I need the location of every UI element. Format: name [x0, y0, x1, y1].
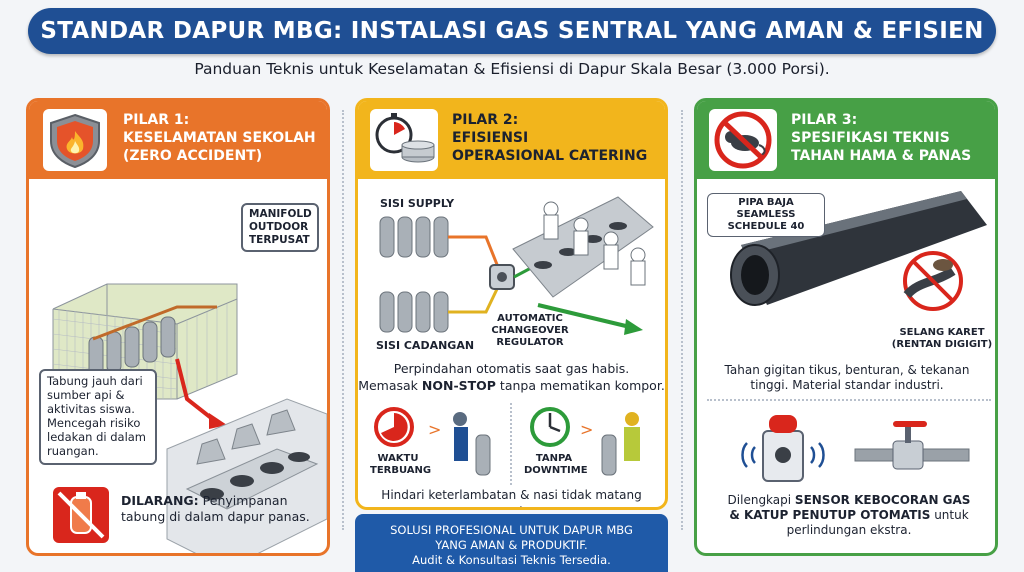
pilar-3-name: SPESIFIKASI TEKNIS [791, 130, 950, 146]
svg-text:>: > [428, 420, 441, 439]
dilengkapi-bold-2: & KATUP PENUTUP OTOMATIS [729, 508, 931, 522]
regulator-label: AUTOMATIC CHANGEOVER REGULATOR [491, 313, 569, 348]
fire-shield-icon [43, 109, 107, 171]
solusi-banner: SOLUSI PROFESIONAL UNTUK DAPUR MBG YANG … [355, 514, 668, 572]
manifold-label: MANIFOLD OUTDOOR TERPUSAT [241, 203, 319, 252]
pilar-3-header: PILAR 3: SPESIFIKASI TEKNIS TAHAN HAMA &… [697, 101, 995, 179]
dilengkapi-pre: Dilengkapi [727, 493, 795, 507]
selang-label: SELANG KARET (RENTAN DIGIGIT) [891, 327, 993, 350]
sisi-supply-label: SISI SUPPLY [380, 197, 455, 210]
tahan-note: Tahan gigitan tikus, benturan, & tekanan… [724, 363, 970, 392]
waktu-label: WAKTU TERBUANG [370, 453, 432, 476]
solusi-line-2: YANG AMAN & PRODUKTIF. [435, 538, 588, 552]
page-subtitle: Panduan Teknis untuk Keselamatan & Efisi… [194, 60, 830, 78]
pilar-1-title: PILAR 1: KESELAMATAN SEKOLAH (ZERO ACCID… [123, 111, 316, 165]
pilar-3-label: PILAR 3: [791, 112, 858, 128]
pilar-1-name: KESELAMATAN SEKOLAH [123, 130, 316, 146]
pilar-2-subname: OPERASIONAL CATERING [452, 148, 648, 164]
manifold-kitchen-illustration [52, 283, 327, 553]
pilar-1-label: PILAR 1: [123, 112, 190, 128]
note2-pre: Memasak [358, 378, 422, 393]
solusi-line-3: Audit & Konsultasi Teknis Tersedia. [412, 553, 611, 567]
solusi-line-1: SOLUSI PROFESIONAL UNTUK DAPUR MBG [390, 523, 633, 537]
divider [342, 110, 344, 530]
no-rat-icon [709, 109, 777, 171]
pilar-2-name: EFISIENSI [452, 130, 529, 146]
dilarang-label: DILARANG: [121, 493, 199, 508]
svg-text:>: > [580, 420, 593, 439]
pilar-2-header: PILAR 2: EFISIENSI OPERASIONAL CATERING [358, 101, 665, 179]
timer-pot-icon [370, 109, 438, 171]
steel-pipe-illustration [730, 191, 987, 311]
changeover-note-2: Memasak NON-STOP tanpa mematikan kompor. [358, 378, 665, 394]
page-title: STANDAR DAPUR MBG: INSTALASI GAS SENTRAL… [28, 8, 996, 54]
pipa-label: PIPA BAJA SEAMLESS SCHEDULE 40 [707, 193, 825, 237]
sisi-cadangan-label: SISI CADANGAN [376, 339, 475, 352]
pilar-3-panel: PILAR 3: SPESIFIKASI TEKNIS TAHAN HAMA &… [694, 98, 998, 556]
section-divider [707, 399, 991, 401]
dilengkapi-bold-1: SENSOR KEBOCORAN GAS [794, 493, 971, 507]
pilar-2-panel: PILAR 2: EFISIENSI OPERASIONAL CATERING … [355, 98, 668, 510]
dilarang-note: DILARANG: Penyimpanan tabung di dalam da… [121, 493, 321, 525]
pilar-1-subname: (ZERO ACCIDENT) [123, 148, 263, 164]
pilar-3-title: PILAR 3: SPESIFIKASI TEKNIS TAHAN HAMA &… [791, 111, 971, 165]
pilar-1-header: PILAR 1: KESELAMATAN SEKOLAH (ZERO ACCID… [29, 101, 327, 179]
sensor-valve-illustration [741, 415, 970, 482]
divider [681, 110, 683, 530]
waktu-illustration: > [374, 407, 491, 476]
tanpa-label: TANPA DOWNTIME [524, 453, 588, 476]
pilar-1-panel: PILAR 1: KESELAMATAN SEKOLAH (ZERO ACCID… [26, 98, 330, 556]
pilar-2-title: PILAR 2: EFISIENSI OPERASIONAL CATERING [452, 111, 647, 165]
pilar-3-subname: TAHAN HAMA & PANAS [791, 148, 972, 164]
note2-post: tanpa mematikan kompor. [495, 378, 665, 393]
dilengkapi-post: untuk perlindungan ekstra. [786, 508, 969, 537]
dilengkapi-note: Dilengkapi SENSOR KEBOCORAN GAS & KATUP … [707, 493, 991, 538]
tanpa-downtime-illustration: > [530, 407, 640, 476]
hindari-note: Hindari keterlambatan & nasi tidak matan… [381, 488, 642, 507]
dilarang-text: Penyimpanan tabung di dalam dapur panas. [121, 493, 310, 524]
note2-bold: NON-STOP [421, 378, 496, 393]
pilar-2-label: PILAR 2: [452, 112, 519, 128]
tabung-note: Tabung jauh dari sumber api & aktivitas … [39, 369, 157, 465]
changeover-illustration [379, 196, 654, 335]
no-cylinder-icon [53, 487, 109, 543]
changeover-note-1: Perpindahan otomatis saat gas habis. [393, 361, 630, 376]
inner-divider [510, 403, 512, 485]
